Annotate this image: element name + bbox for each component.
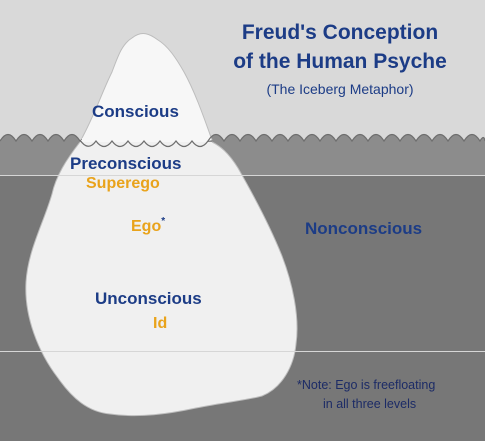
iceberg-outline xyxy=(25,33,298,417)
id-label: Id xyxy=(153,315,168,332)
preconscious-label: Preconscious xyxy=(70,154,182,173)
iceberg-tip xyxy=(82,33,212,140)
nonconscious-label: Nonconscious xyxy=(305,219,423,238)
waterline xyxy=(0,133,485,148)
ego-asterisk: * xyxy=(161,216,166,227)
subtitle: (The Iceberg Metaphor) xyxy=(266,81,414,97)
ego-text: Ego xyxy=(131,218,162,235)
title-line-1: Freud's Conception xyxy=(241,21,439,44)
iceberg-submerged xyxy=(25,142,298,416)
conscious-label: Conscious xyxy=(92,102,179,121)
ego-note: *Note: Ego is freefloating in all three … xyxy=(297,376,435,414)
note-line-2: in all three levels xyxy=(323,397,417,411)
ego-label: Ego* xyxy=(131,216,166,235)
unconscious-label: Unconscious xyxy=(95,289,202,308)
title-line-2: of the Human Psyche xyxy=(233,50,447,73)
superego-label: Superego xyxy=(86,175,160,192)
note-line-1: *Note: Ego is freefloating xyxy=(297,378,436,392)
